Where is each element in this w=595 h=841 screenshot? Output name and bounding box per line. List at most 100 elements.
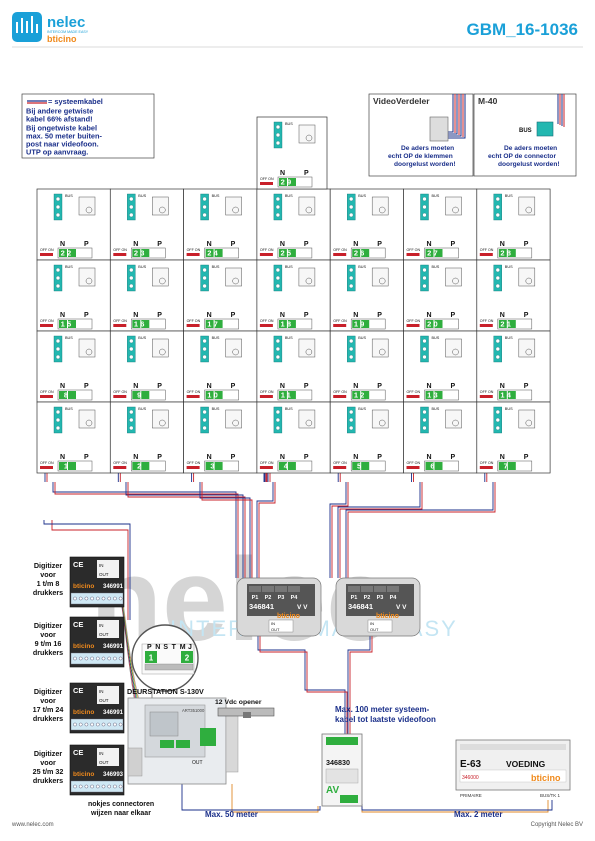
legend-line-1: Bij andere getwiste [26, 107, 93, 116]
monitor-address: 9 [137, 391, 143, 400]
n-label: N [500, 312, 505, 319]
videophone-screen-icon [225, 409, 242, 429]
n-label: N [207, 383, 212, 390]
monitor-address: 15 [61, 320, 74, 329]
videophone-screen-icon [225, 338, 242, 358]
annotations: nokjes connectoren wijzen naar elkaar Ma… [11, 705, 583, 828]
videophone-screen-icon [78, 196, 96, 216]
monitor-address: 21 [500, 320, 513, 329]
digitizer-in: IN [99, 563, 104, 568]
switch-icon [259, 466, 273, 469]
videophone-screen-icon [445, 267, 462, 287]
monitor-address: 3 [210, 462, 216, 471]
n-label: N [133, 454, 138, 461]
distributor-vv: V V [297, 604, 308, 611]
off-on-label: OFF ON [113, 461, 127, 465]
av-module-346830: 346830 AV [321, 733, 363, 807]
connector-pin-label: M [180, 644, 186, 651]
p-label: P [157, 454, 162, 461]
port-icon [348, 586, 360, 592]
brand-name: nelec [47, 14, 85, 31]
distributor-out: OUT [370, 627, 379, 632]
p-label: P [157, 312, 162, 319]
monitor-address: 19 [354, 320, 367, 329]
bus-label: BUS [212, 265, 220, 269]
switch-icon [259, 395, 273, 398]
port-label: P1 [252, 595, 259, 601]
off-on-label: OFF ON [187, 319, 201, 323]
digitizer-label-line: 17 t/m 24 [33, 705, 64, 714]
port-icon [361, 586, 373, 592]
p-label: P [304, 454, 309, 461]
videoverdeler-line-2: echt OP de klemmen [388, 153, 453, 160]
m40-title: M-40 [478, 96, 498, 106]
p-label: P [451, 383, 456, 390]
bus-label: BUS [285, 407, 293, 411]
off-on-label: OFF ON [333, 390, 347, 394]
videoverdeler-module-icon [429, 116, 449, 142]
digitizer-label-line: Digitizer [34, 687, 63, 696]
psu-model: E-63 [460, 759, 482, 770]
digitizer-label-line: voor [40, 758, 56, 767]
videophone-screen-icon [78, 338, 96, 358]
digitizer-out: OUT [99, 760, 109, 765]
p-label: P [84, 454, 89, 461]
monitor-address: 29 [281, 178, 294, 187]
off-on-label: OFF ON [407, 248, 421, 252]
max100-line-1: Max. 100 meter systeem- [335, 705, 430, 714]
distributor-in: IN [370, 621, 374, 626]
off-on-label: OFF ON [260, 319, 274, 323]
monitor-address: 20 [427, 320, 440, 329]
monitor-address: 24 [207, 249, 220, 258]
p-label: P [524, 312, 529, 319]
distributor-in: IN [271, 621, 275, 626]
n-label: N [280, 241, 285, 248]
off-on-label: OFF ON [480, 390, 494, 394]
digitizer-label-line: voor [40, 696, 56, 705]
legend-line-4: max. 50 meter buiten- [26, 132, 103, 141]
digitizer-out: OUT [99, 572, 109, 577]
monitor-address: 2 [137, 462, 143, 471]
videophone-screen-icon [152, 338, 169, 358]
door-station-label: DEURSTATION S-130V [127, 687, 204, 696]
switch-icon [113, 324, 127, 327]
n-label: N [427, 454, 432, 461]
bus-label: BUS [285, 265, 293, 269]
bus-label: BUS [65, 407, 73, 411]
p-label: P [524, 454, 529, 461]
switch-icon [333, 253, 347, 256]
port-icon [387, 586, 399, 592]
p-label: P [231, 454, 236, 461]
port-label: P4 [390, 595, 398, 601]
digitizer-label-line: 25 t/m 32 [33, 767, 64, 776]
off-on-label: OFF ON [260, 177, 274, 181]
videoverdeler-box: VideoVerdeler De aders moeten echt OP de… [368, 93, 474, 177]
digitizer-code: 346993 [103, 772, 124, 778]
monitor-address: 26 [354, 249, 367, 258]
bticino-logo: bticino [47, 34, 77, 44]
bus-label: BUS [358, 336, 366, 340]
bus-label: BUS [358, 194, 366, 198]
digitizer-in: IN [99, 689, 104, 694]
port-icon [262, 586, 274, 592]
monitor-address: 5 [357, 462, 363, 471]
port-label: P3 [377, 595, 384, 601]
monitor-address: 6 [430, 462, 436, 471]
p-label: P [304, 170, 309, 177]
digitizer-brand: bticino [73, 709, 94, 716]
p-label: P [304, 383, 309, 390]
videophone-screen-icon [298, 196, 316, 216]
videophone-screen-icon [225, 196, 242, 216]
